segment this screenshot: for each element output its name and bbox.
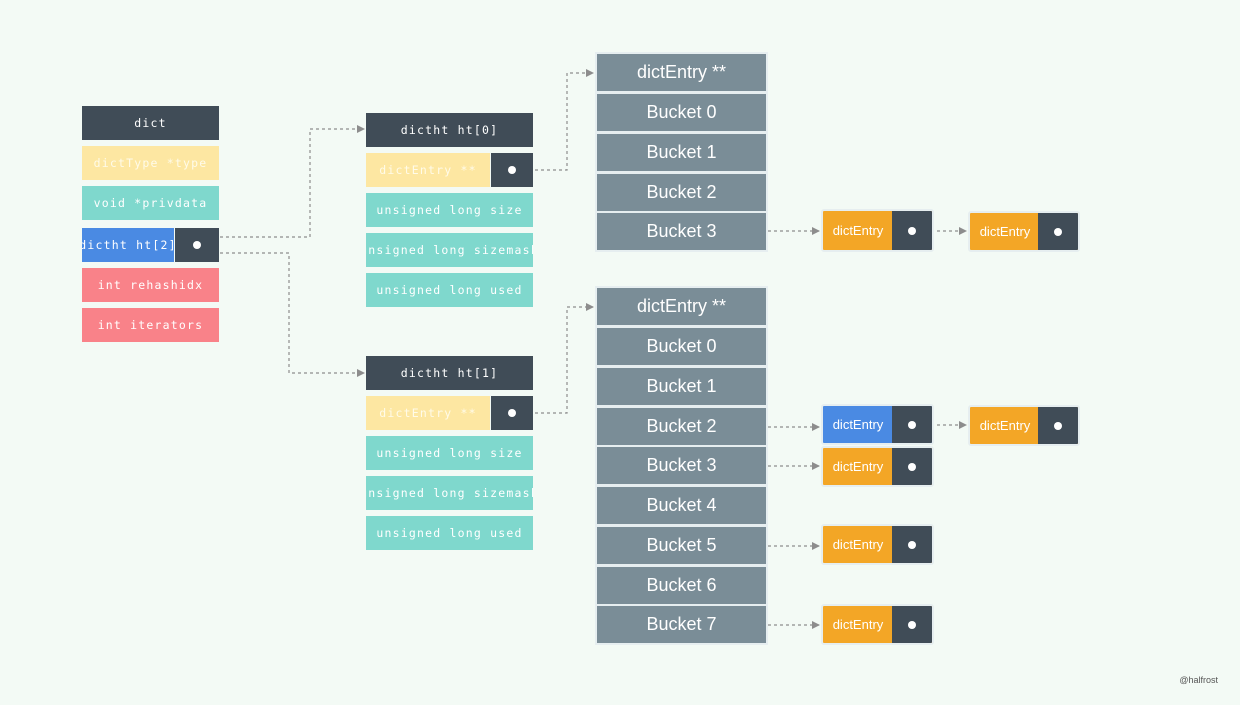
ht1-table-pointer bbox=[491, 396, 533, 430]
dict-field-iterators: int iterators bbox=[82, 308, 219, 342]
entry-next-pointer bbox=[892, 448, 932, 485]
table1-bucket-5: Bucket 5 bbox=[595, 525, 768, 566]
table1-bucket-0: Bucket 0 bbox=[595, 326, 768, 367]
t1-entry-bucket2-second: dictEntry bbox=[968, 405, 1080, 446]
ht1-field-table: dictEntry ** bbox=[366, 396, 490, 430]
table1-bucket-4: Bucket 4 bbox=[595, 485, 768, 526]
entry-next-pointer bbox=[1038, 407, 1078, 444]
entry-label: dictEntry bbox=[979, 418, 1031, 433]
dict-field-privdata: void *privdata bbox=[82, 186, 219, 220]
arrow-ht0-to-table0 bbox=[535, 69, 594, 171]
table1-header: dictEntry ** bbox=[595, 286, 768, 327]
ht0-table-pointer bbox=[491, 153, 533, 187]
pointer-dot-icon bbox=[508, 409, 516, 417]
ht1-field-used: unsigned long used bbox=[366, 516, 533, 550]
dict-title: dict bbox=[82, 106, 219, 140]
pointer-dot-icon bbox=[908, 620, 916, 629]
pointer-dot-icon bbox=[908, 420, 916, 429]
pointer-dot-icon bbox=[908, 226, 916, 235]
table1-bucket-3: Bucket 3 bbox=[595, 445, 768, 486]
entry-label: dictEntry bbox=[979, 224, 1031, 239]
entry-next-pointer bbox=[1038, 213, 1078, 250]
entry-label: dictEntry bbox=[832, 223, 884, 238]
entry-next-pointer bbox=[892, 526, 932, 563]
t1-entry-bucket2-first: dictEntry bbox=[821, 404, 934, 445]
t1-entry-bucket7: dictEntry bbox=[821, 604, 934, 645]
dict-field-ht: dictht ht[2] bbox=[82, 228, 174, 262]
table1-bucket-7: Bucket 7 bbox=[595, 604, 768, 645]
pointer-dot-icon bbox=[908, 462, 916, 471]
entry-label: dictEntry bbox=[832, 537, 884, 552]
ht0-field-sizemask: unsigned long sizemask bbox=[366, 233, 533, 267]
pointer-dot-icon bbox=[508, 166, 516, 174]
dict-ht-pointer bbox=[175, 228, 219, 262]
table0-bucket-0: Bucket 0 bbox=[595, 92, 768, 133]
entry-label: dictEntry bbox=[832, 617, 884, 632]
t0-entry-1: dictEntry bbox=[821, 209, 934, 252]
ht1-title: dictht ht[1] bbox=[366, 356, 533, 390]
entry-label: dictEntry bbox=[832, 417, 884, 432]
entry-label: dictEntry bbox=[832, 459, 884, 474]
arrow-ht1-to-table1 bbox=[535, 303, 594, 414]
table1-bucket-2: Bucket 2 bbox=[595, 406, 768, 447]
table1-bucket-1: Bucket 1 bbox=[595, 366, 768, 407]
table0-bucket-1: Bucket 1 bbox=[595, 132, 768, 173]
dict-field-rehashidx: int rehashidx bbox=[82, 268, 219, 302]
t0-entry-2: dictEntry bbox=[968, 211, 1080, 252]
author-credit: @halfrost bbox=[1179, 675, 1218, 685]
pointer-dot-icon bbox=[1054, 421, 1062, 430]
table0-bucket-2: Bucket 2 bbox=[595, 172, 768, 213]
dict-field-type: dictType *type bbox=[82, 146, 219, 180]
ht1-field-size: unsigned long size bbox=[366, 436, 533, 470]
table0-bucket-3: Bucket 3 bbox=[595, 211, 768, 252]
arrow-dict-to-ht0 bbox=[220, 125, 365, 238]
ht0-field-size: unsigned long size bbox=[366, 193, 533, 227]
entry-next-pointer bbox=[892, 211, 932, 250]
table1-bucket-6: Bucket 6 bbox=[595, 565, 768, 606]
entry-next-pointer bbox=[892, 406, 932, 443]
t1-entry-bucket5: dictEntry bbox=[821, 524, 934, 565]
t1-entry-bucket3: dictEntry bbox=[821, 446, 934, 487]
ht0-title: dictht ht[0] bbox=[366, 113, 533, 147]
ht1-field-sizemask: unsigned long sizemask bbox=[366, 476, 533, 510]
pointer-dot-icon bbox=[1054, 227, 1062, 236]
pointer-dot-icon bbox=[193, 241, 201, 249]
ht0-field-table: dictEntry ** bbox=[366, 153, 490, 187]
arrow-dict-to-ht1 bbox=[220, 252, 365, 377]
entry-next-pointer bbox=[892, 606, 932, 643]
ht0-field-used: unsigned long used bbox=[366, 273, 533, 307]
pointer-dot-icon bbox=[908, 540, 916, 549]
table0-header: dictEntry ** bbox=[595, 52, 768, 93]
